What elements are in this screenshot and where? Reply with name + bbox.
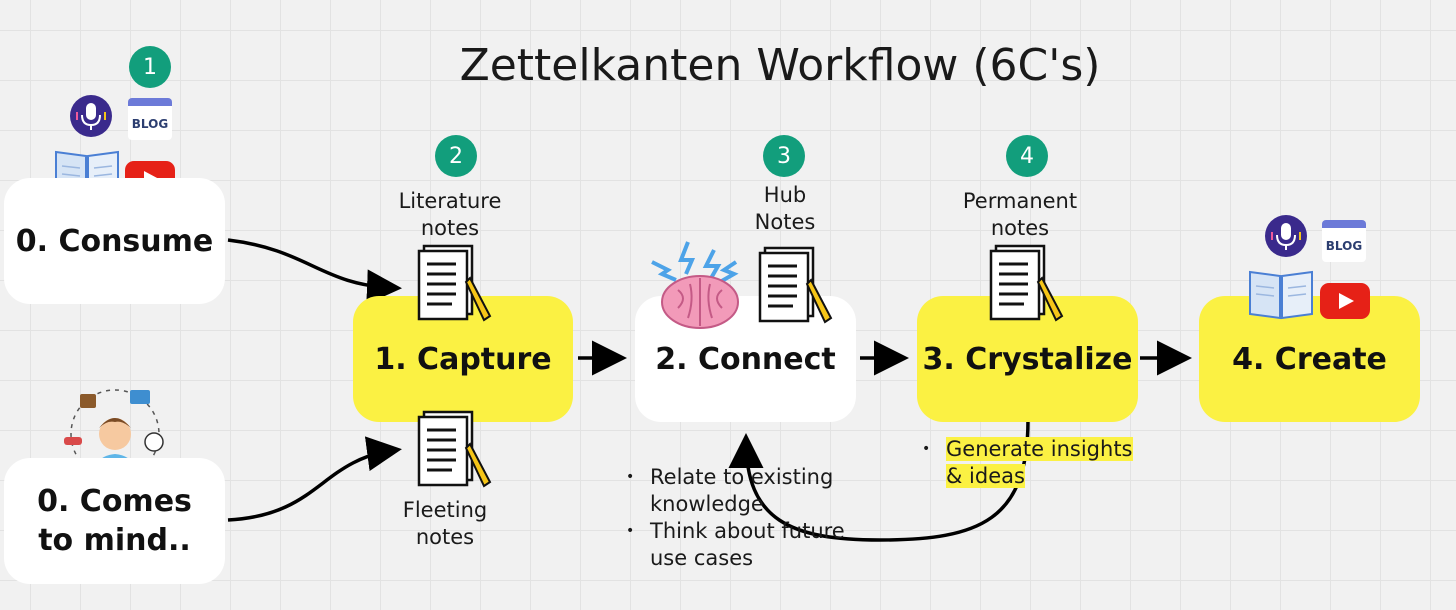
connect-bullet: Think about future use cases [626, 518, 876, 572]
consume-node: 0. Consume [4, 178, 225, 304]
create-label: 4. Create [1232, 341, 1387, 377]
youtube-icon [1320, 283, 1370, 319]
step-badge-4: 4 [1006, 135, 1048, 177]
consume-label: 0. Consume [15, 223, 214, 259]
step-badge-1: 1 [129, 46, 171, 88]
step-badge-2: 2 [435, 135, 477, 177]
document-icon [417, 244, 492, 322]
hub-notes-label: Hub Notes [754, 183, 816, 234]
document-icon [417, 410, 492, 488]
diagram-title: Zettelkanten Workflow (6C's) [459, 40, 1101, 91]
comes-to-mind-node: 0. Comes to mind.. [4, 458, 225, 584]
blog-icon-text: BLOG [1325, 239, 1363, 253]
connect-label: 2. Connect [655, 341, 836, 377]
mind-to-capture-arrow [227, 436, 402, 522]
blog-icon-text: BLOG [131, 117, 169, 131]
crystalize-bullet: Generate insights & ideas [922, 436, 1152, 490]
brain-icon [651, 241, 739, 329]
literature-notes-label: Literature notes [398, 189, 502, 240]
podcast-icon [1265, 215, 1307, 257]
crystalize-label: 3. Crystalize [922, 341, 1133, 377]
consume-to-capture-arrow [227, 238, 402, 305]
document-icon [989, 244, 1064, 322]
connect-bullets: Relate to existing knowledge Think about… [626, 464, 876, 572]
blog-icon: BLOG [128, 98, 172, 140]
document-icon [758, 246, 833, 324]
podcast-icon [70, 95, 112, 137]
permanent-notes-label: Permanent notes [962, 189, 1078, 240]
blog-icon: BLOG [1322, 220, 1366, 262]
connect-bullet: Relate to existing knowledge [626, 464, 876, 518]
book-icon [1249, 270, 1313, 320]
crystalize-bullet-text: Generate insights & ideas [946, 437, 1133, 488]
step-badge-3: 3 [763, 135, 805, 177]
crystalize-bullets: Generate insights & ideas [922, 436, 1152, 490]
create-node: 4. Create [1199, 296, 1420, 422]
comes-to-mind-label: 0. Comes to mind.. [37, 484, 192, 558]
fleeting-notes-label: Fleeting notes [402, 498, 488, 549]
capture-label: 1. Capture [374, 341, 552, 377]
